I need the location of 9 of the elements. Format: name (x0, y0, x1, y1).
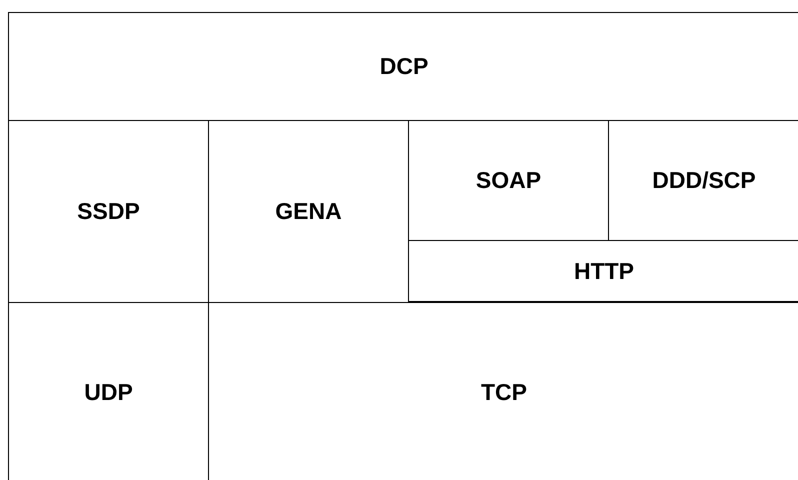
layer-label: DCP (380, 53, 428, 80)
layer-label: SOAP (476, 167, 542, 194)
layer-label: DDD/SCP (652, 167, 756, 194)
layer-label: HTTP (574, 258, 634, 284)
layer-label: TCP (481, 378, 527, 406)
layer-label: GENA (275, 198, 342, 225)
protocol-layer-box (8, 12, 798, 121)
layer-label: SSDP (77, 198, 140, 225)
layer-label: UDP (84, 378, 133, 406)
